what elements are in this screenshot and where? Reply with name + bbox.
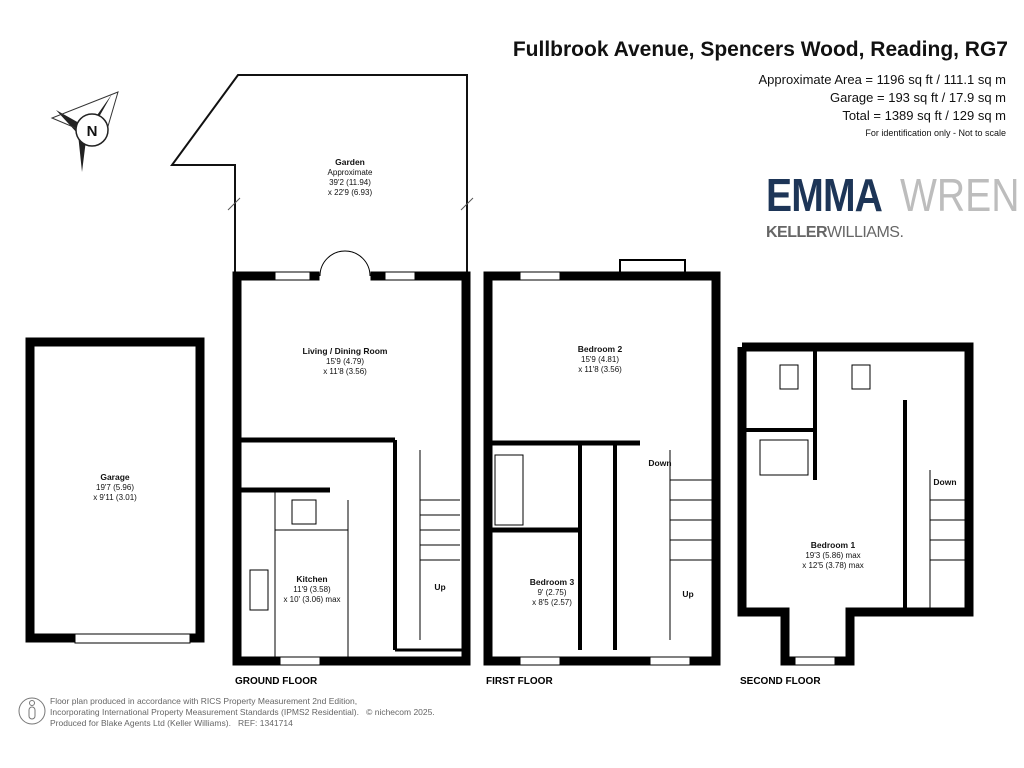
first-floor-walls <box>483 259 721 666</box>
property-title: Fullbrook Avenue, Spencers Wood, Reading… <box>512 38 1008 61</box>
second-floor-walls <box>737 342 974 666</box>
brand-logo-secondary: WREN <box>900 169 1020 221</box>
first-stairs-down: Down <box>648 458 671 468</box>
compass-letter: N <box>87 123 98 140</box>
living-l1: 15'9 (4.79) <box>326 357 364 366</box>
bedroom3-l1: 9' (2.75) <box>537 588 566 597</box>
footer-copyright: © nichecom 2025. <box>366 707 435 717</box>
living-name: Living / Dining Room <box>303 346 388 356</box>
kitchen-name: Kitchen <box>296 574 327 584</box>
garage-l2: x 9'11 (3.01) <box>93 493 137 502</box>
scale-note: For identification only - Not to scale <box>865 128 1006 138</box>
area-total: Total = 1389 sq ft / 129 sq m <box>842 108 1006 123</box>
footer-line2: Incorporating International Property Mea… <box>50 707 359 717</box>
kw-bold: KELLER <box>766 224 828 241</box>
garage-walls <box>25 337 205 644</box>
kitchen-l2: x 10' (3.06) max <box>283 595 340 604</box>
bedroom2-name: Bedroom 2 <box>578 344 623 354</box>
garden-name: Garden <box>335 157 365 167</box>
kw-light: WILLIAMS. <box>827 224 904 241</box>
footer-disclaimer: Floor plan produced in accordance with R… <box>50 696 435 729</box>
brand-logo-primary: EMMA <box>766 169 883 221</box>
footer-line3: Produced for Blake Agents Ltd (Keller Wi… <box>50 718 231 728</box>
area-approx: Approximate Area = 1196 sq ft / 111.1 sq… <box>758 72 1006 87</box>
living-l2: x 11'8 (3.56) <box>323 367 367 376</box>
ground-stairs-up: Up <box>434 582 445 592</box>
area-garage: Garage = 193 sq ft / 17.9 sq m <box>830 90 1006 105</box>
second-floor-label: SECOND FLOOR <box>740 676 821 687</box>
footer-ref: REF: 1341714 <box>238 718 293 728</box>
second-stairs-down: Down <box>933 477 956 487</box>
first-stairs-up: Up <box>682 589 693 599</box>
garden-l2: 39'2 (11.94) <box>329 178 371 187</box>
kitchen-l1: 11'9 (3.58) <box>293 585 331 594</box>
ground-floor-label: GROUND FLOOR <box>235 676 318 687</box>
compass-icon: N <box>50 91 119 172</box>
bedroom2-l2: x 11'8 (3.56) <box>578 365 622 374</box>
garage-name: Garage <box>100 472 130 482</box>
person-icon <box>18 697 46 725</box>
bedroom3-l2: x 8'5 (2.57) <box>532 598 572 607</box>
bedroom2-l1: 15'9 (4.81) <box>581 355 619 364</box>
first-floor-label: FIRST FLOOR <box>486 676 553 687</box>
ground-floor-walls <box>232 250 471 666</box>
bedroom1-l1: 19'3 (5.86) max <box>805 551 860 560</box>
garden-l3: x 22'9 (6.93) <box>328 188 373 197</box>
bedroom3-name: Bedroom 3 <box>530 577 575 587</box>
garden-outline <box>170 74 474 272</box>
keller-williams-logo: KELLERWILLIAMS. <box>766 224 904 242</box>
bedroom1-name: Bedroom 1 <box>811 540 856 550</box>
garage-l1: 19'7 (5.96) <box>96 483 134 492</box>
footer-line1: Floor plan produced in accordance with R… <box>50 696 358 706</box>
garden-l1: Approximate <box>328 168 373 177</box>
bedroom1-l2: x 12'5 (3.78) max <box>802 561 864 570</box>
